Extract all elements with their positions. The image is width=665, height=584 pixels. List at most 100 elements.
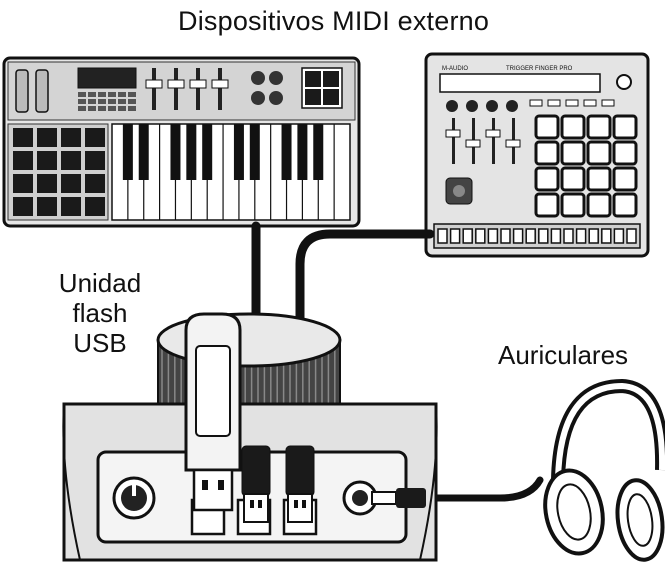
usb-flash-drive-label-line-3: USB	[73, 328, 127, 358]
pc-drum-pad	[586, 192, 612, 218]
kb-drum-pad	[61, 151, 81, 170]
pc-step-button	[462, 228, 473, 244]
pc-fader-track	[452, 118, 455, 164]
kb-small-button	[108, 106, 116, 111]
pc-step-button	[475, 228, 486, 244]
kb-drum-pad	[85, 128, 105, 147]
kb-small-button	[128, 99, 136, 104]
kb-fader-track	[174, 68, 178, 110]
pc-knob	[486, 100, 498, 112]
kb-small-button	[108, 99, 116, 104]
controller-brand: M-AUDIO	[442, 66, 468, 72]
pc-fader-cap	[445, 129, 461, 138]
kb-black-key	[202, 124, 213, 180]
headphones-icon	[543, 378, 665, 562]
kb-small-button	[78, 92, 86, 97]
pc-fader-cap	[465, 139, 481, 148]
kb-drum-pad	[37, 174, 57, 193]
kb-fader-cap	[167, 79, 185, 89]
controller-model: TRIGGER FINGER PRO	[506, 66, 573, 72]
kb-black-key	[233, 124, 244, 180]
pc-drum-pad	[560, 192, 586, 218]
kb-drum-pad	[13, 151, 33, 170]
kb-black-key	[313, 124, 324, 180]
pc-button	[529, 99, 543, 107]
pc-button	[601, 99, 615, 107]
usb-flash-drive-icon	[184, 312, 242, 512]
kb-small-button	[118, 92, 126, 97]
pc-step-button	[525, 228, 536, 244]
pc-step-button	[550, 228, 562, 244]
kb-small-button	[78, 99, 86, 104]
kb-drum-pad	[37, 197, 57, 216]
pc-drum-pad	[534, 114, 560, 140]
pc-step-button	[601, 228, 612, 244]
pc-drum-pad	[560, 140, 586, 166]
kb-drum-pad	[13, 128, 33, 147]
pc-drum-pad	[612, 140, 638, 166]
usb-flash-drive-label-line-1: Unidad	[58, 268, 142, 298]
kb-small-button	[88, 92, 96, 97]
pc-step-button	[437, 228, 448, 244]
pc-drum-pad	[534, 166, 560, 192]
kb-drum-pad	[85, 197, 105, 216]
usb-plug-pad-controller	[285, 445, 315, 523]
usb-flash-drive-label: Unidad flash USB	[40, 268, 160, 358]
kb-black-key	[170, 124, 181, 180]
pc-drum-pad	[560, 166, 586, 192]
usb-plug-keyboard	[241, 445, 271, 523]
kb-small-button	[98, 106, 106, 111]
kb-drum-pad	[85, 174, 105, 193]
pc-knob	[466, 100, 478, 112]
usb-flash-drive-label-line-2: flash	[72, 298, 128, 328]
external-midi-devices-label: Dispositivos MIDI externo	[178, 6, 490, 36]
kb-small-button	[128, 92, 136, 97]
kb-drum-pad	[61, 174, 81, 193]
kb-small-button	[128, 106, 136, 111]
pc-step-button	[538, 228, 549, 244]
kb-black-key	[122, 124, 133, 180]
pc-drum-pad	[586, 114, 612, 140]
kb-small-button	[108, 92, 116, 97]
pc-step-button	[613, 228, 625, 244]
kb-black-key	[249, 124, 260, 180]
kb-small-button	[88, 99, 96, 104]
pc-drum-pad	[586, 166, 612, 192]
kb-drum-pad	[37, 128, 57, 147]
pc-step-button	[626, 228, 637, 244]
pc-step-button	[588, 228, 599, 244]
pc-drum-pad	[612, 192, 638, 218]
kb-small-button	[88, 106, 96, 111]
kb-small-button	[118, 99, 126, 104]
pc-drum-pad	[612, 166, 638, 192]
pc-fader-cap	[505, 139, 521, 148]
kb-black-key	[297, 124, 308, 180]
pc-knob	[446, 100, 458, 112]
pad-controller-icon: M-AUDIO TRIGGER FINGER PRO	[424, 52, 650, 258]
kb-small-button	[78, 106, 86, 111]
pc-step-button	[563, 228, 574, 244]
pc-fader-track	[492, 118, 495, 164]
pc-button	[547, 99, 561, 107]
midi-keyboard-controller-icon	[2, 56, 361, 228]
kb-black-key	[186, 124, 197, 180]
kb-drum-pad	[13, 174, 33, 193]
pc-drum-pad	[560, 114, 586, 140]
pc-step-button	[500, 228, 511, 244]
kb-drum-pad	[61, 128, 81, 147]
pc-drum-pad	[534, 192, 560, 218]
kb-fader-track	[196, 68, 200, 110]
pc-drum-pad	[586, 140, 612, 166]
headphone-plug	[371, 488, 426, 508]
pc-button	[565, 99, 579, 107]
kb-black-key	[281, 124, 292, 180]
kb-drum-pad	[85, 151, 105, 170]
kb-small-button	[118, 106, 126, 111]
kb-fader-track	[218, 68, 222, 110]
kb-small-button	[98, 92, 106, 97]
pc-knob	[506, 100, 518, 112]
kb-drum-pad	[37, 151, 57, 170]
kb-drum-pad	[61, 197, 81, 216]
pc-fader-cap	[485, 129, 501, 138]
